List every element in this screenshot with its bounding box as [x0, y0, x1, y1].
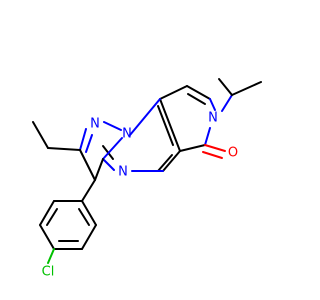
bond-c5a-c5 — [162, 150, 181, 172]
bond-n-bridge-c9a — [129, 98, 161, 136]
bond-phenyl-3-4 — [39, 224, 55, 250]
bond-n-bridge-n1 — [103, 121, 122, 131]
bond-phenyl-2-3-double — [46, 208, 58, 226]
bond-phenyl-2-3 — [39, 200, 55, 226]
bond-c3a-n-bridge — [102, 137, 123, 160]
bond-n1-c2-double — [85, 134, 93, 153]
bond-c2-c3 — [79, 149, 96, 181]
bond-c9-c8-double — [187, 93, 206, 105]
bond-phenyl-6-1-double — [78, 208, 90, 226]
atom-n-pyridinone: N — [208, 111, 218, 126]
bond-n7-c6 — [204, 127, 211, 146]
bond-c6-c5a — [179, 144, 206, 152]
bond-phenyl-5-6 — [81, 224, 97, 250]
bond-c3-c3a — [94, 158, 104, 181]
bond-c9-c8 — [186, 85, 211, 100]
bond-n4-c3a — [102, 158, 115, 171]
bond-phenyl-6-1 — [81, 200, 97, 226]
atom-cl: Cl — [42, 265, 55, 280]
bond-c2-ethyl — [47, 147, 81, 151]
bond-c6-o — [204, 144, 226, 152]
atom-n-pyrimidine: N — [118, 165, 128, 180]
atom-o-carbonyl: O — [228, 146, 238, 161]
bond-layer — [32, 78, 262, 264]
bond-n1-c2 — [79, 128, 87, 151]
bond-c5a-c9a — [159, 98, 181, 152]
bond-c5a-c9a-double — [157, 105, 174, 146]
bond-c6-o-double — [202, 151, 223, 159]
bond-c9a-c9 — [159, 85, 188, 100]
bond-ethyl-methyl — [32, 121, 49, 149]
bond-isopropyl-methyl-left — [218, 78, 233, 96]
molecule-structure-diagram: N N N N O Cl — [32, 78, 262, 280]
bond-n7-isopropyl — [221, 94, 233, 112]
bond-c3-phenyl — [81, 179, 96, 202]
bond-c5a-c5-double — [157, 154, 173, 172]
bond-c8-n7 — [209, 98, 216, 111]
bond-phenyl-cl — [47, 248, 55, 264]
atom-label-layer: N N N N O Cl — [42, 111, 238, 280]
atom-n-pyrazole-top: N — [90, 117, 100, 132]
atom-n-bridge: N — [122, 127, 132, 142]
bond-isopropyl-methyl-right — [231, 81, 262, 96]
